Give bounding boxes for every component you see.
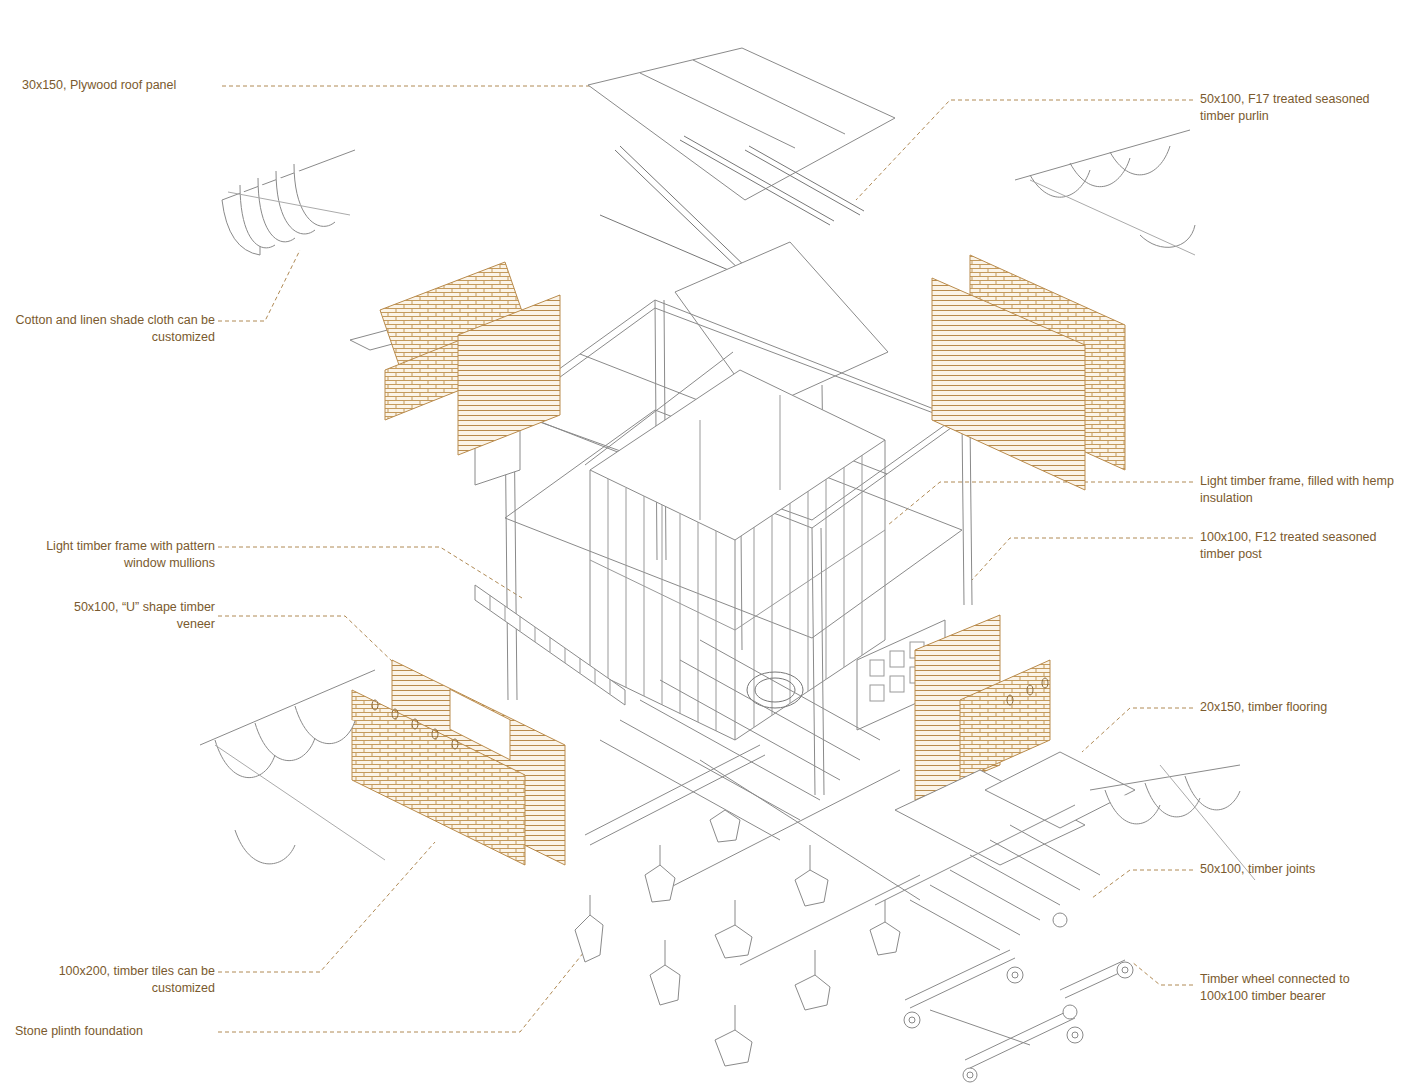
callout-label: 100x200, timber tiles can be customized (15, 963, 215, 997)
callout-label: Cotton and linen shade cloth can be cust… (8, 312, 215, 346)
callout-label: Stone plinth foundation (15, 1023, 215, 1040)
callout-label: Light timber frame, filled with hemp ins… (1200, 473, 1395, 507)
callout-label: Light timber frame with pattern window m… (15, 538, 215, 572)
callout-label: 50x100, F17 treated seasoned timber purl… (1200, 91, 1392, 125)
callout-label: 50x100, “U” shape timber veneer (45, 599, 215, 633)
callout-label: Timber wheel connected to 100x100 timber… (1200, 971, 1395, 1005)
callout-label: 50x100, timber joints (1200, 861, 1395, 878)
callout-label: 20x150, timber flooring (1200, 699, 1395, 716)
callout-label: 100x100, F12 treated seasoned timber pos… (1200, 529, 1395, 563)
callout-label: 30x150, Plywood roof panel (22, 77, 222, 94)
